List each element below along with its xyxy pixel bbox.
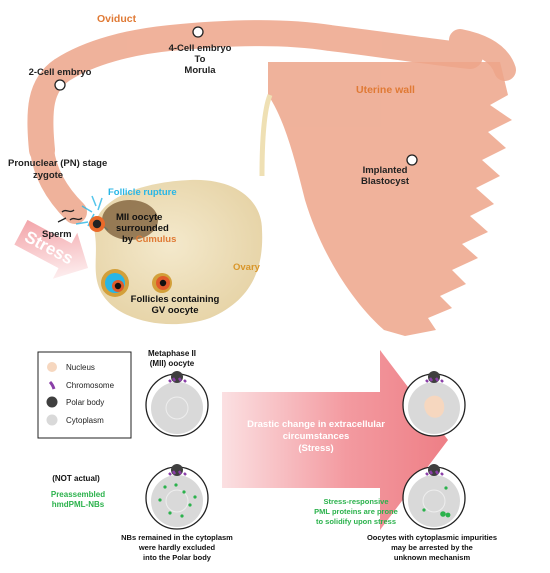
- oocyte-with-nbs: [145, 464, 209, 530]
- stressresp-label-2: PML proteins are prone: [314, 507, 398, 516]
- uterine-wall: [268, 62, 512, 336]
- ovary-label: Ovary: [233, 262, 261, 273]
- pn-label-2: zygote: [33, 170, 63, 181]
- preassembled-label-1: Preassembled: [51, 490, 105, 499]
- mii-label-3: by Cumulus: [122, 234, 176, 245]
- legend-nucleus: Nucleus: [66, 363, 95, 372]
- oviduct-label: Oviduct: [97, 13, 137, 25]
- metaphase-label-1: Metaphase II: [148, 349, 196, 358]
- follicle-rupture-label: Follicle rupture: [108, 187, 177, 198]
- nbs-label-3: into the Polar body: [143, 553, 212, 562]
- embryo4-label-1: 4-Cell embryo: [169, 43, 232, 54]
- oviduct-tube: [27, 20, 516, 224]
- sperm-icon: [57, 209, 83, 223]
- mii-label-1: MII oocyte: [116, 212, 162, 223]
- embryo2-marker: [54, 79, 66, 91]
- oocyte-arrested: [402, 464, 466, 530]
- embryo4-label-2: To: [195, 54, 206, 65]
- stress-transition-arrow: Drastic change in extracellular circumst…: [222, 350, 448, 530]
- follicles-label-2: GV oocyte: [152, 305, 199, 316]
- not-actual-label: (NOT actual): [52, 474, 100, 483]
- follicles-gv: [101, 269, 172, 297]
- chromosome-swatch: [48, 380, 56, 390]
- embryo2-label: 2-Cell embryo: [29, 67, 92, 78]
- stressresp-label-1: Stress-responsive: [323, 497, 388, 506]
- arrow-label-1: Drastic change in extracellular: [247, 419, 385, 430]
- oocytes-label-2: may be arrested by the: [391, 543, 473, 552]
- nbs-label-2: were hardly excluded: [138, 543, 216, 552]
- oocyte-mii-normal: [145, 371, 209, 437]
- cytoplasm-swatch: [46, 414, 58, 426]
- sperm-label: Sperm: [42, 229, 72, 240]
- legend-cytoplasm: Cytoplasm: [66, 416, 104, 425]
- oocyte-stress-normal: [402, 371, 466, 437]
- polar-body-swatch: [46, 396, 58, 408]
- implanted-label-2: Blastocyst: [361, 176, 410, 187]
- uterine-wall-label: Uterine wall: [356, 84, 415, 96]
- metaphase-label-2: (MII) oocyte: [150, 359, 195, 368]
- implanted-label-1: Implanted: [363, 165, 408, 176]
- nbs-label-1: NBs remained in the cytoplasm: [121, 533, 233, 542]
- follicles-label-1: Follicles containing: [131, 294, 220, 305]
- embryo4-marker: [192, 26, 204, 38]
- legend-chromosome: Chromosome: [66, 381, 115, 390]
- stressresp-label-3: to solidify upon stress: [316, 517, 396, 526]
- oocytes-label-3: unknown mechanism: [394, 553, 471, 562]
- pn-label-1: Pronuclear (PN) stage: [8, 158, 107, 169]
- mii-label-2: surrounded: [116, 223, 169, 234]
- nucleus-swatch: [47, 362, 57, 372]
- legend: Nucleus Chromosome Polar body Cytoplasm: [37, 351, 132, 439]
- arrow-label-2: circumstances: [283, 431, 350, 442]
- embryo4-label-3: Morula: [184, 65, 216, 76]
- implanted-marker: [406, 154, 418, 166]
- oocytes-label-1: Oocytes with cytoplasmic impurities: [367, 533, 497, 542]
- legend-polar-body: Polar body: [66, 398, 104, 407]
- preassembled-label-2: hmdPML-NBs: [52, 500, 105, 509]
- arrow-label-3: (Stress): [298, 443, 333, 454]
- mii-oocyte-cumulus: [89, 200, 158, 240]
- fimbria: [259, 94, 273, 177]
